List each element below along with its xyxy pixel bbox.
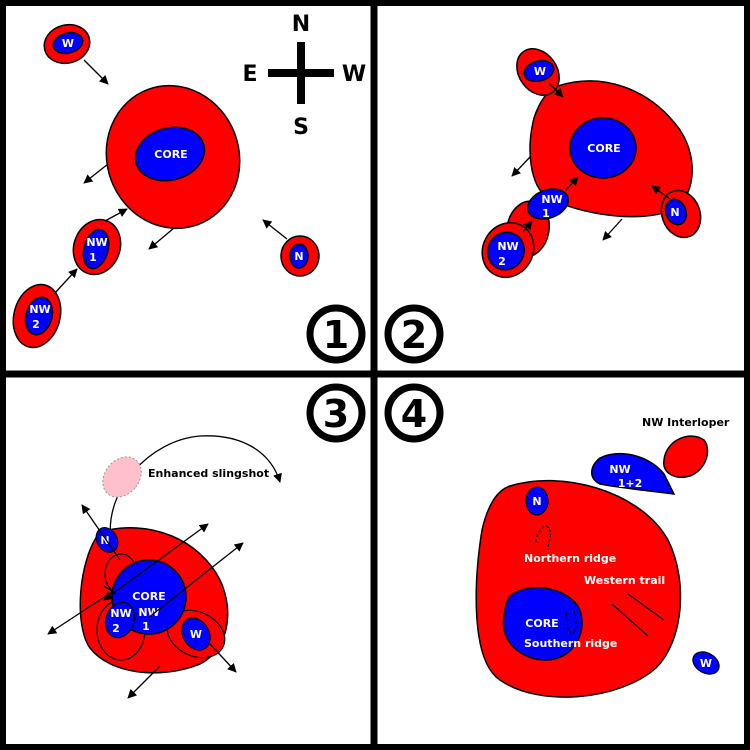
p1-nw1-label-a: NW xyxy=(86,236,107,249)
panel-2: CORE W N NW 1 NW 2 xyxy=(384,48,702,364)
p1-core-cluster: CORE xyxy=(105,84,241,230)
p2-nw-cluster: NW 1 NW 2 xyxy=(481,188,570,279)
compass: N S E W xyxy=(242,12,366,140)
p1-nw1-cluster: NW 1 xyxy=(72,218,122,276)
p4-core-label: CORE xyxy=(525,617,558,630)
p4-northern-ridge-label: Northern ridge xyxy=(524,552,616,565)
p3-slingshot-ghost xyxy=(102,456,142,498)
panel-4: N CORE Northern ridge Western trail Sout… xyxy=(384,383,730,698)
p4-w-cluster: W xyxy=(692,651,720,675)
p3-nw2-label-b: 2 xyxy=(112,622,120,635)
panel-1-number: 1 xyxy=(306,304,366,364)
p1-w-label: W xyxy=(62,37,74,50)
p1-w-cluster: W xyxy=(43,23,91,65)
p4-w-label: W xyxy=(700,657,712,670)
p1-nw2-label-b: 2 xyxy=(32,318,40,331)
p4-n-label: N xyxy=(532,495,541,508)
p3-nw2-label-a: NW xyxy=(110,607,131,620)
p1-n-label: N xyxy=(294,250,303,263)
p1-nw1-label-b: 1 xyxy=(89,251,97,264)
compass-north: N xyxy=(292,12,310,37)
p2-nw1-label-b: 1 xyxy=(542,207,550,220)
p4-core-cluster: N CORE Northern ridge Western trail Sout… xyxy=(475,479,682,698)
p4-southern-ridge-label: Southern ridge xyxy=(524,637,617,650)
p4-western-trail-label: Western trail xyxy=(584,574,665,587)
p4-feature-marks xyxy=(535,525,665,637)
panel-3: Enhanced slingshot CORE N NW 2 NW 1 W xyxy=(47,383,366,699)
p2-n-cluster: N xyxy=(660,189,702,239)
p3-arrows xyxy=(47,504,244,699)
compass-south: S xyxy=(293,115,309,140)
p4-nw12-label-a: NW xyxy=(609,463,630,476)
p4-nw12-cluster: NW 1+2 xyxy=(591,452,676,495)
svg-text:1: 1 xyxy=(323,313,349,357)
p2-arrows xyxy=(511,82,671,241)
p2-nw1-label-a: NW xyxy=(541,193,562,206)
p1-nw2-cluster: NW 2 xyxy=(12,283,62,349)
svg-text:3: 3 xyxy=(323,392,349,436)
p1-arrows xyxy=(53,59,288,295)
p2-nw2-label-a: NW xyxy=(497,240,518,253)
compass-east: E xyxy=(242,62,257,87)
p3-w-label: W xyxy=(190,628,202,641)
panel-1: N S E W CORE W NW 1 NW 2 xyxy=(12,12,366,364)
panel-4-number: 4 xyxy=(384,383,444,443)
p3-slingshot-label: Enhanced slingshot xyxy=(148,467,269,480)
p4-interloper-label: NW Interloper xyxy=(642,416,730,429)
p2-nw2-label-b: 2 xyxy=(498,255,506,268)
p3-core-label: CORE xyxy=(132,590,165,603)
p1-nw2-label-a: NW xyxy=(29,303,50,316)
p2-n-label: N xyxy=(670,206,679,219)
p2-core-label: CORE xyxy=(587,142,620,155)
p3-nw1-label-b: 1 xyxy=(142,620,150,633)
p1-core-label: CORE xyxy=(154,148,187,161)
p3-n-label: N xyxy=(100,534,109,547)
compass-west: W xyxy=(342,62,366,87)
p4-nw12-label-b: 1+2 xyxy=(618,477,643,490)
p3-nw1-label-a: NW xyxy=(138,606,159,619)
p3-slingshot-arc xyxy=(109,435,282,541)
p4-interloper-cluster: NW Interloper xyxy=(642,416,730,478)
p2-w-cluster: W xyxy=(516,48,560,96)
svg-text:4: 4 xyxy=(401,392,427,436)
svg-text:2: 2 xyxy=(401,313,427,357)
panel-2-number: 2 xyxy=(384,304,444,364)
p1-n-cluster: N xyxy=(280,235,320,277)
p2-w-label: W xyxy=(534,65,546,78)
panel-3-number: 3 xyxy=(306,383,366,443)
